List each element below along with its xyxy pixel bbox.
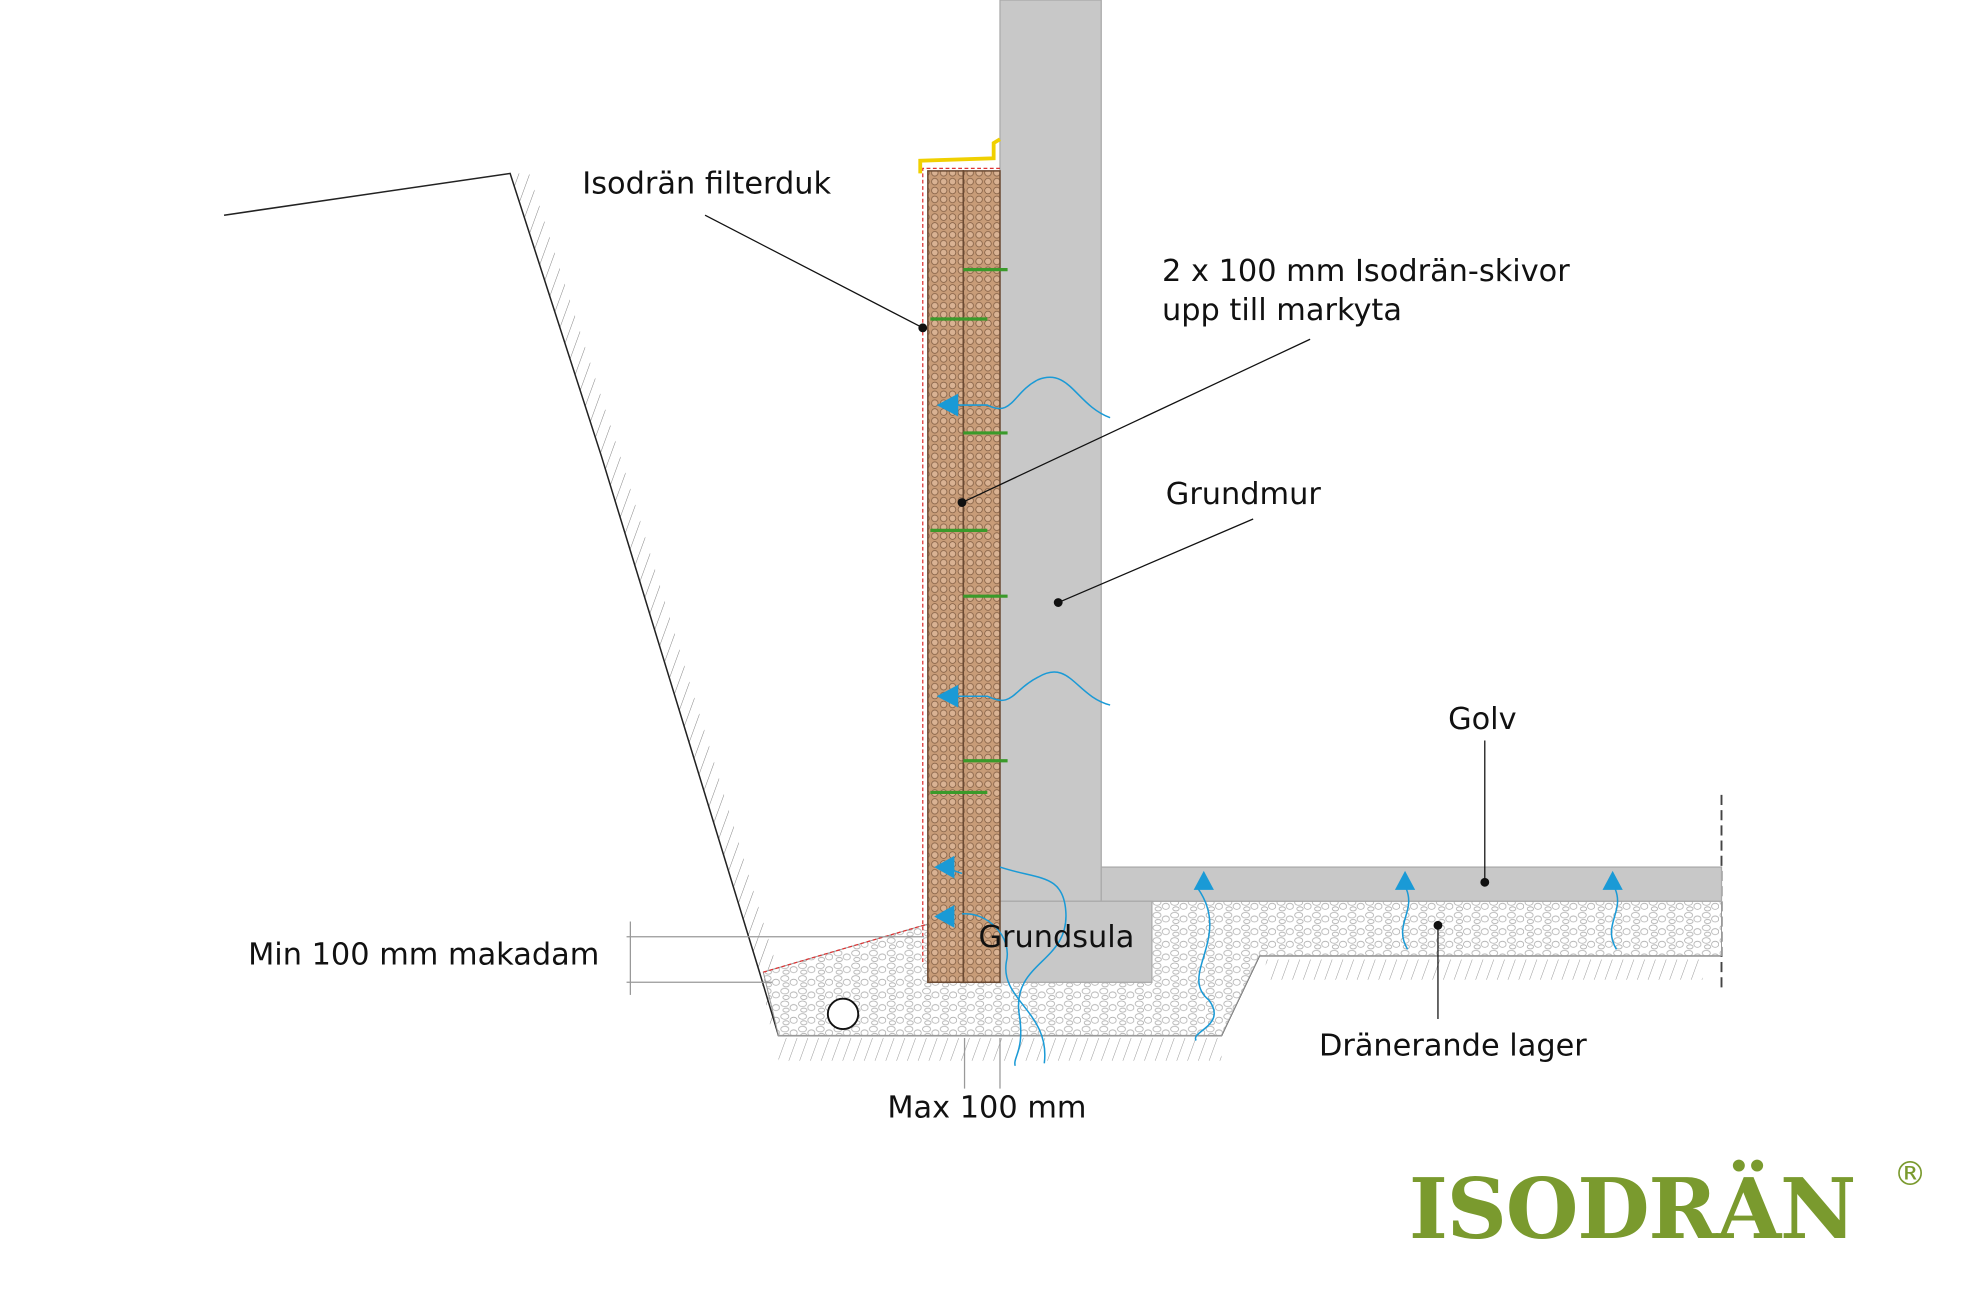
arrow-heads — [934, 393, 1623, 928]
label-max-100: Max 100 mm — [887, 1091, 1086, 1126]
isodran-logo: ISODRÄN ® — [1409, 1154, 1927, 1258]
foundation-wall — [999, 0, 1102, 902]
filter-fabric — [922, 167, 1000, 963]
label-grundsula: Grundsula — [978, 920, 1134, 955]
svg-text:ISODRÄN: ISODRÄN — [1409, 1158, 1855, 1258]
svg-text:®: ® — [1894, 1154, 1927, 1193]
cover-flashing — [918, 137, 1001, 174]
fasteners — [930, 268, 1008, 794]
water-flow-arrows — [942, 376, 1619, 1067]
leader-lines — [626, 214, 1490, 1089]
label-min-makadam: Min 100 mm makadam — [248, 938, 599, 973]
label-filterduk: Isodrän filterduk — [582, 167, 831, 202]
label-dranerande: Dränerande lager — [1319, 1029, 1587, 1064]
label-skivor-1: 2 x 100 mm Isodrän-skivor — [1162, 254, 1570, 289]
label-skivor-2: upp till markyta — [1162, 293, 1402, 328]
label-grundmur: Grundmur — [1166, 477, 1322, 512]
drain-pipe — [826, 997, 860, 1031]
isodran-boards — [927, 170, 1001, 984]
label-golv: Golv — [1448, 702, 1517, 737]
